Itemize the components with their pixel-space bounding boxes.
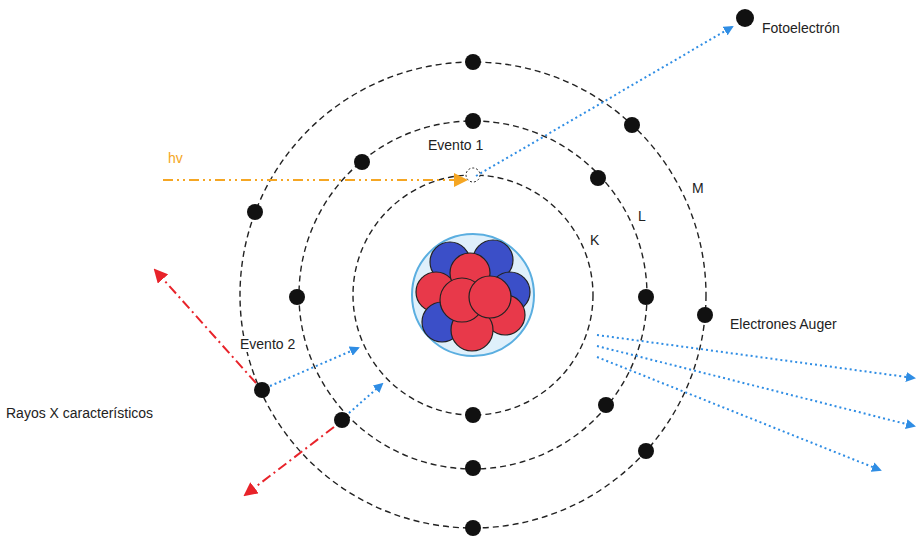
xray-arrow [245, 427, 334, 495]
photon-label: hv [166, 150, 185, 166]
shell-label: M [690, 180, 706, 196]
vacancy [466, 168, 480, 182]
event-label: Evento 2 [238, 336, 297, 352]
photoelectron-label: Fotoelectrón [760, 20, 842, 36]
electrons [247, 9, 754, 536]
electron-shells [240, 62, 706, 528]
photoelectron-arrow [476, 27, 732, 176]
shell-label: K [588, 232, 601, 248]
transition-arrow [270, 348, 358, 386]
auger-label: Electrones Auger [728, 316, 839, 332]
nucleus [412, 234, 534, 356]
transition-arrow [349, 384, 382, 413]
xray-arrow [155, 270, 256, 383]
auger-arrows [597, 335, 914, 470]
event-label: Evento 1 [426, 137, 485, 153]
photon-arrow [163, 179, 466, 181]
shell-label: L [636, 208, 648, 224]
xray-label: Rayos X característicos [4, 405, 155, 421]
